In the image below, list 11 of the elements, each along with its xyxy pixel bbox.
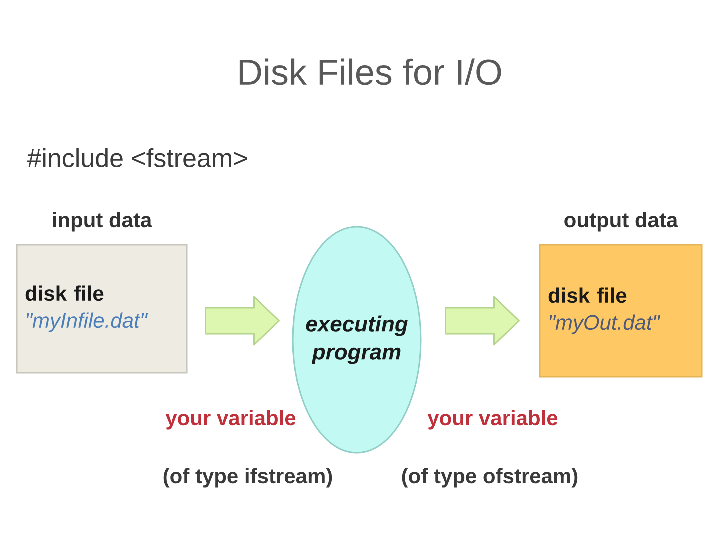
heading: output data — [564, 212, 678, 232]
block-arrow — [205, 296, 280, 346]
code-line: #include <fstream> — [27, 148, 247, 168]
type-note: (of type ofstream) — [402, 468, 578, 488]
title: Disk Files for I/O — [240, 58, 502, 86]
file-box: disk file "myOut.dat" — [539, 244, 703, 378]
type-note: (of type ifstream) — [164, 468, 332, 488]
file-box: disk file "myInfile.dat" — [16, 244, 188, 374]
variable-label: your variable — [428, 410, 558, 430]
block-arrow — [445, 296, 520, 346]
heading: input data — [53, 212, 152, 232]
